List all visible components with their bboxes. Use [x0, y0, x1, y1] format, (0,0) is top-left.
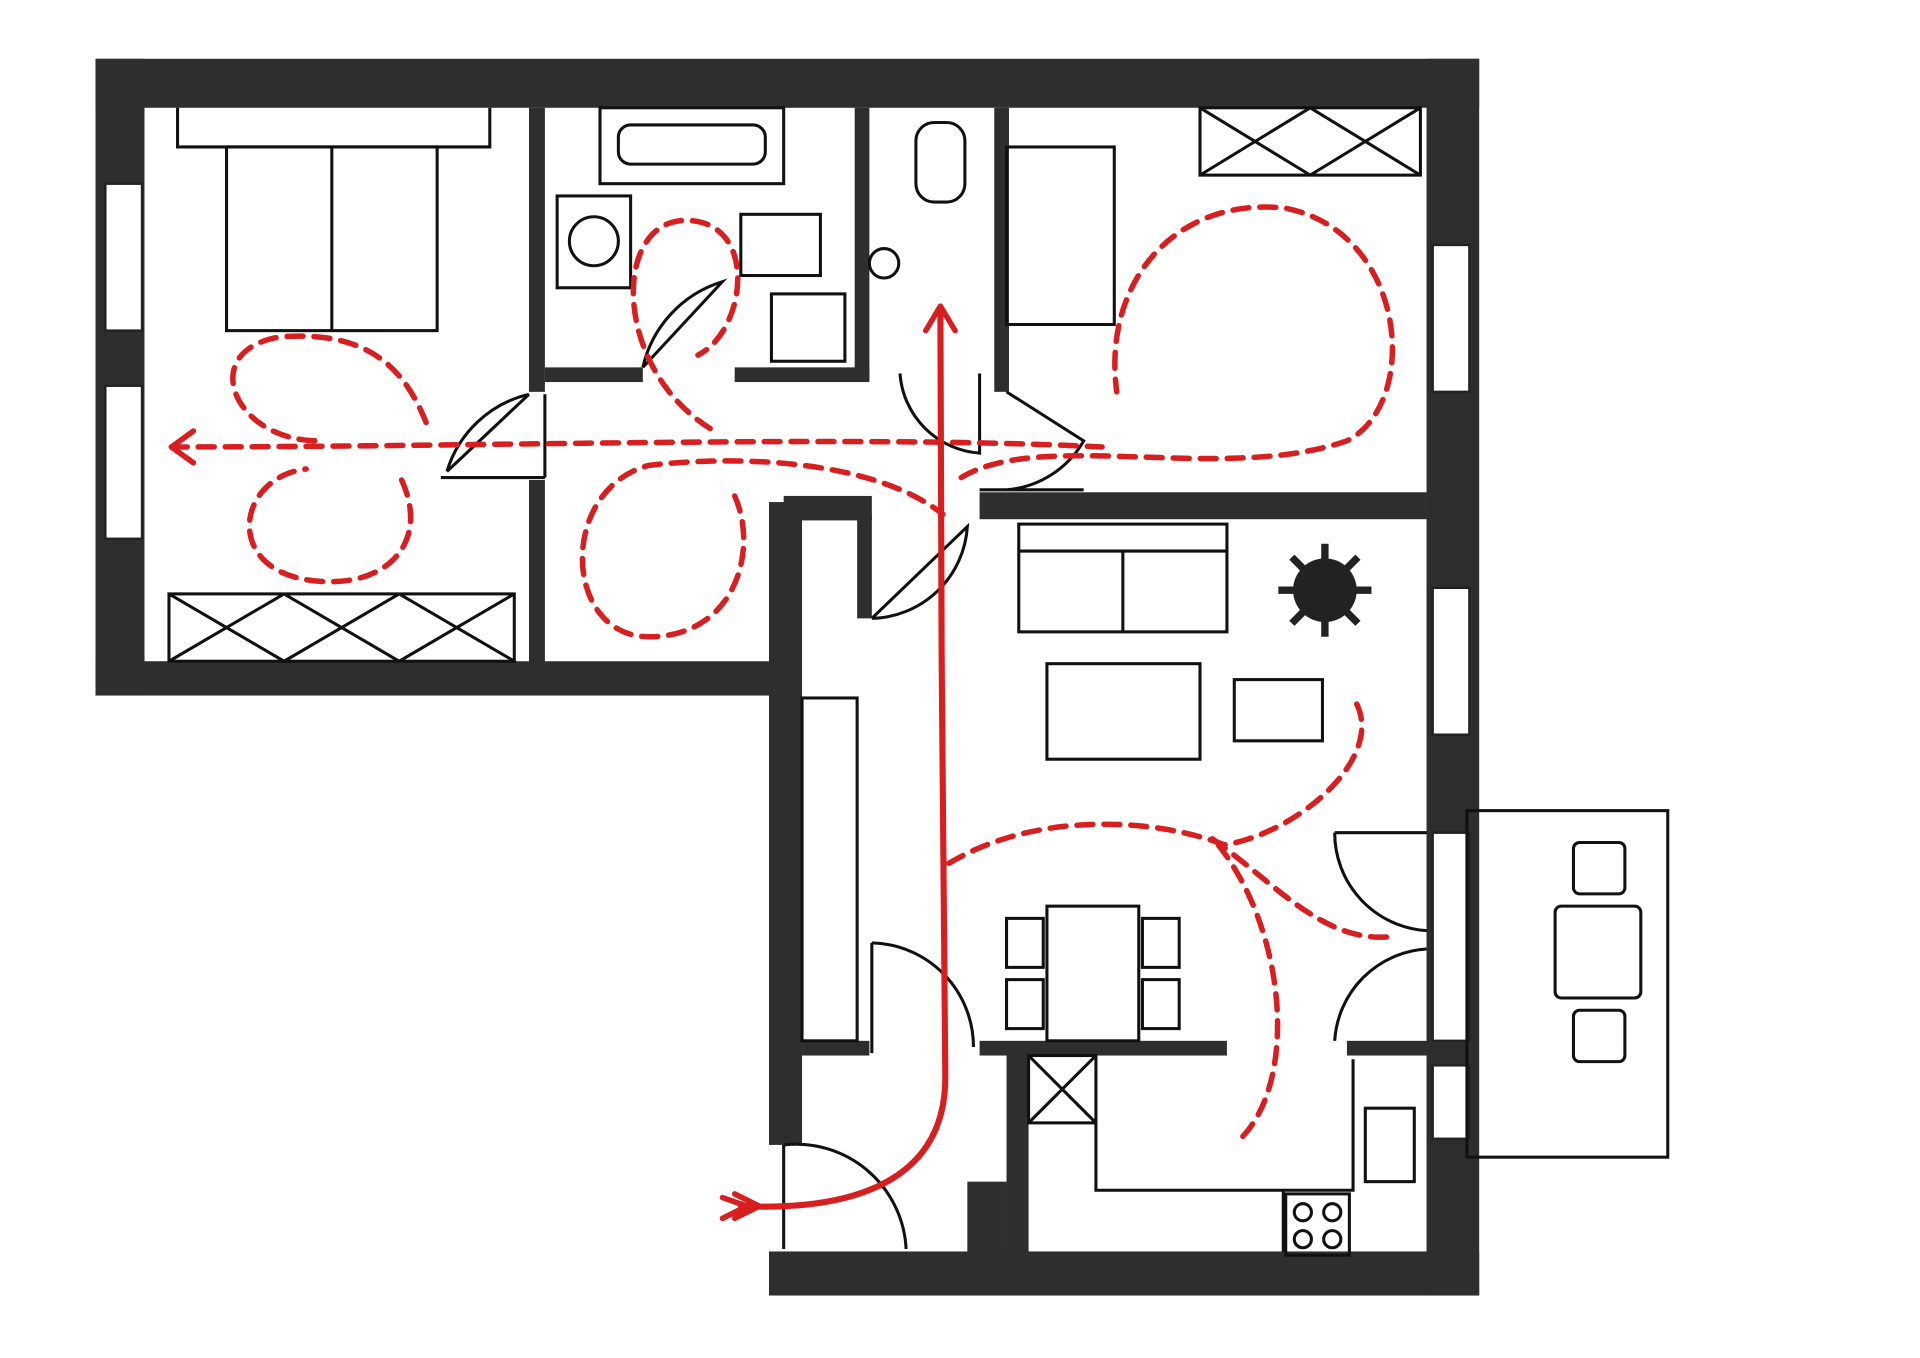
living-door	[870, 522, 970, 620]
tv-cabinet	[800, 696, 859, 1043]
bathtub	[598, 106, 786, 186]
balcony-door	[1333, 831, 1427, 1041]
arrow-left-icon	[168, 428, 197, 466]
stove	[1284, 1192, 1351, 1257]
wc-sink	[867, 247, 901, 280]
bath-loop	[630, 217, 741, 432]
wc-door	[898, 373, 982, 455]
balcony	[1465, 809, 1670, 1159]
chair	[1005, 916, 1045, 969]
burners	[1292, 1202, 1343, 1250]
window	[104, 182, 144, 332]
closet-wall	[967, 1181, 1007, 1256]
bedroom-hall-wall-lower	[528, 480, 545, 664]
armchair	[1232, 678, 1324, 743]
corridor-stub	[802, 1040, 870, 1056]
kitchen-divider-wall	[979, 1040, 1227, 1056]
washing-machine	[555, 194, 633, 290]
kitchen-sink	[1363, 1106, 1416, 1184]
bath-bottom-wall	[544, 367, 643, 383]
route-hall-to-bedroom	[168, 438, 1105, 450]
window	[1431, 1064, 1471, 1141]
balcony-chair	[1571, 840, 1627, 896]
kitchen-left-wall	[1006, 1053, 1029, 1256]
balcony-chair	[1571, 1008, 1627, 1064]
kitchen-cabinet	[1027, 1054, 1098, 1125]
sink	[739, 212, 822, 278]
plant	[1278, 543, 1372, 637]
hall-door	[440, 394, 547, 480]
hall-left-wall	[768, 502, 803, 1145]
chair	[1140, 916, 1181, 969]
coffee-table	[1045, 662, 1202, 761]
window	[1431, 243, 1471, 394]
washing-drum	[567, 215, 620, 268]
furniture	[167, 106, 1670, 1257]
window	[1431, 831, 1471, 1043]
bottom-wall	[768, 1251, 1480, 1296]
wardrobe-2	[1198, 106, 1422, 177]
balcony-route	[1209, 836, 1393, 940]
dining-table	[1045, 904, 1141, 1043]
windows	[104, 182, 1471, 1141]
bath-door	[641, 278, 728, 369]
bedroom-door	[445, 392, 531, 473]
hall-right-stub	[857, 514, 872, 619]
bedroom-loop-lower	[246, 466, 414, 585]
bedroom-bath-wall-upper	[528, 107, 545, 392]
chair	[1140, 978, 1181, 1031]
corridor-door	[870, 941, 975, 1054]
balcony-table	[1553, 904, 1643, 1000]
wardrobe	[167, 592, 516, 663]
bedroom2-door	[979, 390, 1086, 492]
left-wall	[95, 58, 145, 696]
window	[1431, 586, 1471, 736]
cabinet	[769, 292, 847, 363]
entrance-door	[782, 1142, 908, 1250]
walls	[95, 58, 1480, 1296]
circulation-paths	[168, 204, 1396, 1222]
arrow-head-up-icon	[922, 303, 958, 334]
bath-bottom-wall-2	[734, 367, 870, 383]
doors	[440, 278, 1427, 1250]
arrow-tail-icon	[719, 1191, 762, 1222]
living-top-wall	[979, 492, 1427, 520]
kitchen-divider-wall-2	[1346, 1040, 1427, 1056]
bedroom-loop-upper	[230, 333, 429, 444]
wc-left-wall	[854, 107, 870, 380]
hall-loop	[579, 458, 946, 640]
single-bed	[1005, 145, 1116, 327]
bedroom2-loop	[958, 204, 1396, 481]
kitchen-route	[1215, 842, 1281, 1140]
toilet	[914, 120, 967, 204]
window	[104, 384, 144, 541]
bed-headboard	[176, 107, 492, 149]
top-wall	[95, 58, 1480, 108]
bathtub-inner	[616, 123, 767, 166]
kitchen-counter	[1094, 1059, 1355, 1252]
chair	[1005, 978, 1045, 1031]
living-route	[946, 701, 1365, 867]
bottom-left-wall	[95, 661, 784, 696]
